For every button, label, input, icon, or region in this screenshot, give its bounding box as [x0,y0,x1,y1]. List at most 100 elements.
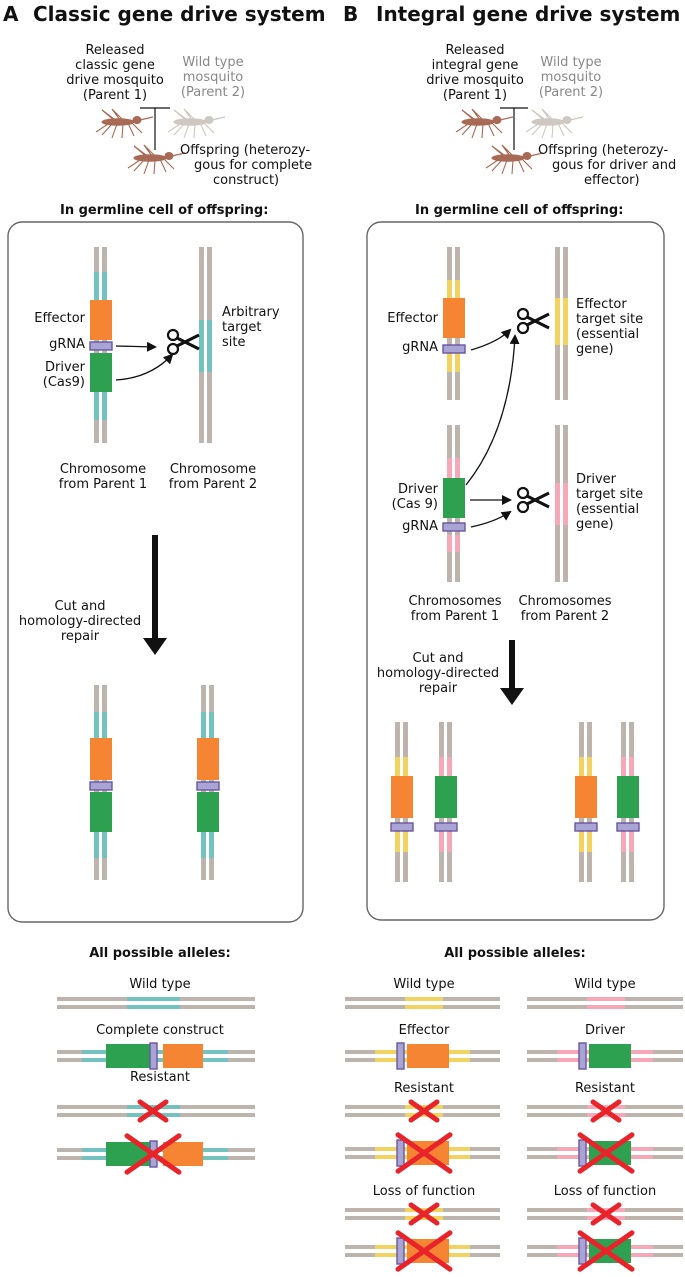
driver-block [197,792,219,832]
driver-block [443,478,465,518]
arrow-icon [500,688,524,705]
b-effector-target-site-right [563,298,568,345]
arrow-icon [115,341,157,352]
b-repaired-effector-2-yellow-upper-left [579,757,584,778]
grna-block [196,781,220,791]
grna-block [89,341,113,351]
cross-icon [590,1202,622,1226]
b-repaired-effector-1-yellow-lower-right [403,832,408,852]
grna-block [442,522,466,532]
a-repaired-teal-upper-right [209,712,214,740]
effector-block [575,776,597,818]
arrow-icon [115,353,174,381]
cross-icon [408,1099,440,1123]
panel-a-letter: A [3,2,19,26]
panel-a-germline-title: In germline cell of offspring: [60,203,269,218]
allele-a-wild-type-label: Wild type [129,977,191,992]
allele-a-resistant-1-target-bottom [127,1113,180,1117]
cross-icon [577,1230,635,1272]
panel-a-title: Classic gene drive system [33,2,326,26]
driver-block [106,1044,150,1068]
b-effector-chrom-yellow-upper-right [455,280,460,300]
grna-block [616,822,640,832]
arrow-icon [152,535,158,640]
panel-a-effector-label: Effector [34,311,85,326]
grna-block [89,781,113,791]
effector-block [443,298,465,338]
b-repaired-driver-2-pink-upper-right [629,757,634,778]
b-repaired-driver-1-pink-lower-right [447,832,452,852]
b-repaired-effector-2-yellow-lower-right [587,832,592,852]
cross-icon [395,1230,453,1272]
allele-b-left-lof-1-target-top [405,1208,443,1212]
arrow-icon [509,640,515,690]
allele-a-complete-label: Complete construct [96,1023,224,1038]
allele-a-wild-type-target-top [127,997,180,1001]
a-repaired-teal-lower-left [94,830,99,858]
effector-block [163,1142,203,1166]
allele-b-right-wild-type-target-top [587,997,625,1001]
panel-a-driver-label: Driver(Cas9) [42,360,85,390]
panel-b-driver-label: Driver(Cas 9) [391,482,438,512]
panel-a-germline-box [7,221,304,923]
b-repaired-effector-2-yellow-upper-right [587,757,592,778]
allele-b-right-resistant-1-target-bottom [587,1113,625,1117]
allele-a-resistant-label: Resistant [129,1070,190,1085]
a-chrom2-target-site-left [199,320,204,372]
b-repaired-effector-1-yellow-lower-left [395,832,400,852]
a-chrom1-teal-lower-left [94,392,99,420]
cross-icon [124,1133,182,1175]
cross-icon [395,1132,453,1174]
cross-icon [590,1099,622,1123]
grna-block [578,1237,587,1265]
driver-block [90,353,112,392]
allele-b-right-resistant-1-target-top [587,1105,625,1109]
allele-b-right-wild-type-label: Wild type [574,977,636,992]
driver-block [617,776,639,818]
b-driver-chrom-pink-lower-right [455,535,460,552]
panel-b-germline-box [366,221,665,921]
b-driver-target-site-left [555,483,560,525]
a-chrom2-target-site-right [207,320,212,372]
a-repaired-teal-upper-right [102,712,107,740]
grna-block [574,822,598,832]
effector-block [391,776,413,818]
b-driver-chrom-pink-lower-left [447,535,452,552]
allele-b-right-lof-label: Loss of function [553,1184,657,1199]
b-repaired-driver-1-pink-upper-left [439,757,444,778]
a-chrom1-teal-lower-right [102,392,107,420]
panel-b-grna-top-label: gRNA [402,340,438,355]
b-repaired-driver-2-pink-lower-right [629,832,634,852]
allele-b-left-lof-1-target-bottom [405,1216,443,1220]
b-repaired-driver-1-pink-upper-right [447,757,452,778]
grna-block [390,822,414,832]
driver-block [435,776,457,818]
allele-b-right-driver-label: Driver [584,1023,625,1038]
panel-a-alleles-title: All possible alleles: [89,946,231,961]
allele-b-left-wild-type-target-top [405,997,443,1001]
allele-b-left-effector-label: Effector [398,1023,450,1038]
a-chrom1-teal-upper-right [102,272,107,300]
b-repaired-driver-1-pink-lower-left [439,832,444,852]
grna-block [396,1237,405,1265]
b-effector-target-site-left [555,298,560,345]
grna-block [396,1042,405,1070]
arrow-icon [465,334,520,486]
grna-block [578,1139,587,1167]
driver-block [90,792,112,832]
allele-b-right-lof-1-target-bottom [587,1216,625,1220]
b-repaired-effector-1-yellow-upper-left [395,757,400,778]
a-repaired-teal-lower-left [201,830,206,858]
arrow-icon [143,638,167,655]
